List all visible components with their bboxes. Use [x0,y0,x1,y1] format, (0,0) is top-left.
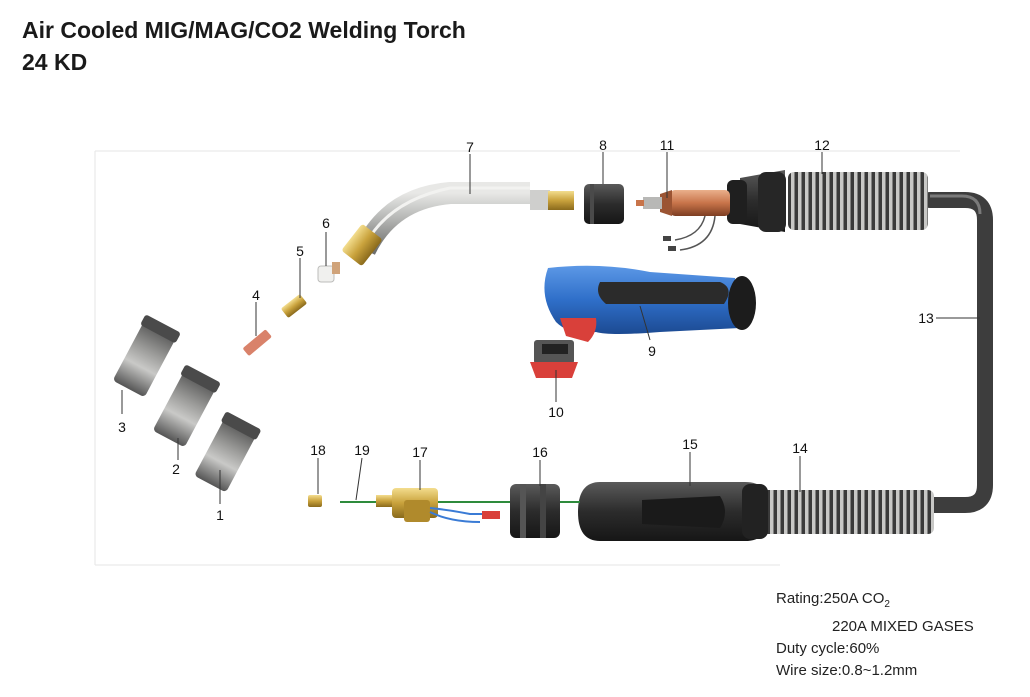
part-number-7: 7 [466,139,474,155]
rating-label: Rating: [776,590,824,607]
central-connector-17 [376,488,500,523]
page-title: Air Cooled MIG/MAG/CO2 Welding Torch 24 … [22,14,466,78]
spec-wire-size: Wire size:0.8~1.2mm [776,662,918,679]
part-number-9: 9 [648,343,656,359]
tip-holder-5 [281,294,307,318]
central-nut-16 [510,484,560,538]
gas-diffuser-6 [317,262,340,283]
spec-rating-line2: 220A MIXED GASES [832,618,974,635]
part-number-15: 15 [682,436,698,452]
leader-lines [121,152,980,504]
spec-rating: Rating:250A CO2 [776,588,974,616]
nozzle-1 [195,412,261,492]
part-number-19: 19 [354,442,370,458]
liner-tip-18 [308,495,322,507]
cable-spring-14 [762,490,934,534]
handle-9 [544,265,756,342]
part-number-4: 4 [252,287,260,303]
title-line-1: Air Cooled MIG/MAG/CO2 Welding Torch [22,17,466,43]
rating-value: 250A CO [823,590,885,607]
part-number-3: 3 [118,419,126,435]
nozzle-3 [114,315,180,396]
contact-tip-4 [243,329,272,356]
part-number-6: 6 [322,215,330,231]
spec-duty-cycle: Duty cycle:60% [776,640,880,657]
connector-11 [636,190,730,251]
part-number-17: 17 [412,444,428,460]
title-line-2: 24 KD [22,49,88,75]
rating-subscript: 2 [884,599,890,610]
swan-neck-7 [342,182,574,266]
rear-grip-15 [578,482,768,541]
nut-8 [584,184,624,224]
nozzle-2 [154,365,220,446]
part-number-5: 5 [296,243,304,259]
part-number-2: 2 [172,461,180,477]
part-number-10: 10 [548,404,564,420]
cable-13 [922,192,993,513]
part-number-11: 11 [660,137,675,153]
specifications: Rating:250A CO2 220A MIXED GASES Duty cy… [776,588,974,682]
part-number-18: 18 [310,442,326,458]
part-number-12: 12 [814,137,830,153]
part-number-1: 1 [216,507,224,523]
trigger-switch-10 [530,340,578,378]
cable-13-highlight [930,194,982,215]
part-number-14: 14 [792,440,808,456]
part-number-13: 13 [918,310,934,326]
cable-spring-12 [727,170,928,232]
part-number-8: 8 [599,137,607,153]
part-number-16: 16 [532,444,548,460]
